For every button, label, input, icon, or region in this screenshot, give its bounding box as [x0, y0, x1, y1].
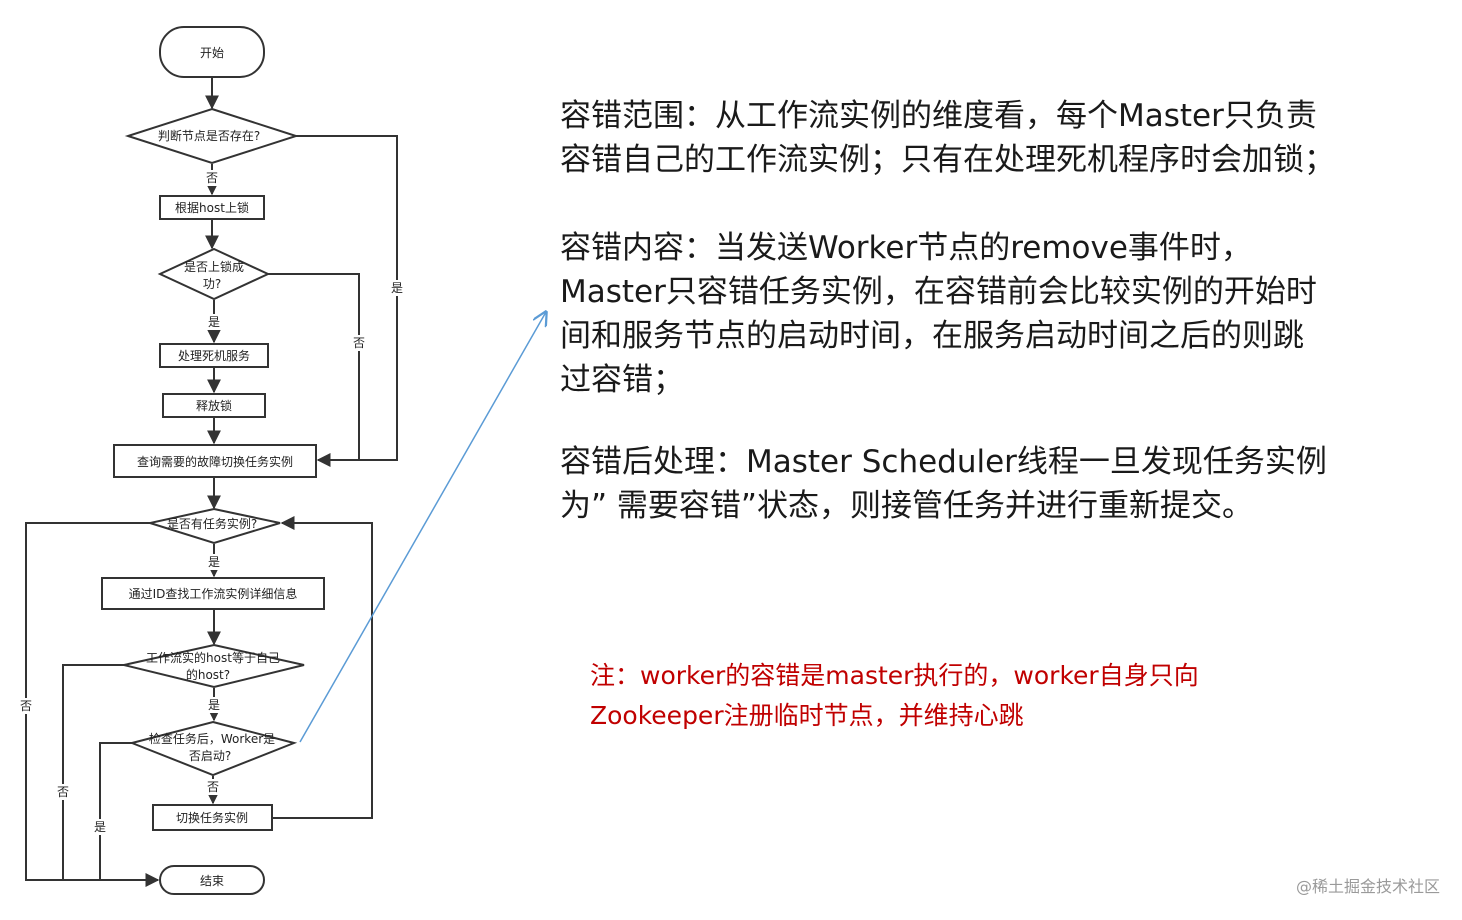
query-instances-label: 查询需要的故障切换任务实例 [137, 454, 293, 469]
worker-started-decision [128, 720, 298, 777]
has-instance-label: 是否有任务实例? [167, 516, 257, 531]
worker-started-label-1: 检查任务后，Worker是 [149, 731, 275, 746]
has-instance-decision [146, 507, 281, 545]
switch-instance-box [152, 804, 273, 831]
label-worker-yes: 是 [94, 820, 106, 834]
edge-switch-loop [272, 516, 373, 819]
fault-scope-paragraph: 容错范围：从工作流实例的维度看，每个Master只负责 容错自己的工作流实例；只… [560, 98, 1335, 178]
flow-nodes: 开始 判断节点是否存在? 根据host上锁 是否上锁成 功? 处理死机服务 释放… [101, 26, 325, 895]
label-exists-yes: 是 [391, 281, 403, 295]
host-equals-decision [123, 643, 305, 689]
label-exists-no: 否 [206, 171, 218, 185]
watermark: @稀土掘金技术社区 [1295, 877, 1440, 896]
label-has-no: 否 [20, 699, 32, 713]
exists-decision [124, 107, 300, 165]
exists-label: 判断节点是否存在? [158, 128, 260, 143]
label-worker-no: 否 [207, 780, 219, 794]
edge-labels: 否 是 是 否 是 否 是 否 否 是 [17, 170, 406, 835]
release-lock-label: 释放锁 [196, 398, 232, 413]
host-equals-label-2: 的host? [186, 667, 230, 682]
start-node [159, 26, 265, 78]
label-has-yes: 是 [208, 555, 220, 569]
edge-exists-yes [296, 135, 398, 467]
fault-content-paragraph: 容错内容：当发送Worker节点的remove事件时， Master只容错任务实… [560, 230, 1317, 398]
find-by-id-label: 通过ID查找工作流实例详细信息 [129, 586, 298, 601]
end-label: 结束 [200, 874, 224, 888]
lock-success-decision [157, 247, 271, 301]
fault-post-processing-paragraph: 容错后处理：Master Scheduler线程一旦发现任务实例 为” 需要容错… [560, 444, 1327, 524]
worker-note: 注：worker的容错是master执行的，worker自身只向 Zookeep… [590, 661, 1199, 730]
edge-success-no [268, 273, 360, 460]
lock-success-label-2: 功? [203, 277, 221, 291]
edge-worker-yes [99, 742, 132, 880]
process-dead-label: 处理死机服务 [178, 348, 250, 363]
lock-host-label: 根据host上锁 [175, 200, 249, 215]
connector-arrow [299, 312, 546, 743]
find-by-id-box [101, 577, 325, 610]
flowchart: 开始 判断节点是否存在? 根据host上锁 是否上锁成 功? 处理死机服务 释放… [17, 26, 560, 895]
label-host-no: 否 [57, 785, 69, 799]
lock-success-label-1: 是否上锁成 [184, 259, 244, 274]
start-label: 开始 [200, 46, 224, 60]
host-equals-label-1: 工作流实的host等于自己 [146, 650, 280, 665]
lock-host-box [159, 195, 265, 220]
label-success-yes: 是 [208, 315, 220, 329]
end-node [159, 865, 265, 895]
worker-started-label-2: 否启动? [189, 749, 231, 763]
label-success-no: 否 [353, 336, 365, 350]
edge-host-no [62, 664, 124, 880]
release-lock-box [162, 393, 266, 418]
query-instances-box [113, 444, 317, 478]
label-host-yes: 是 [208, 698, 220, 712]
process-dead-box [159, 343, 269, 368]
switch-instance-label: 切换任务实例 [176, 810, 248, 825]
